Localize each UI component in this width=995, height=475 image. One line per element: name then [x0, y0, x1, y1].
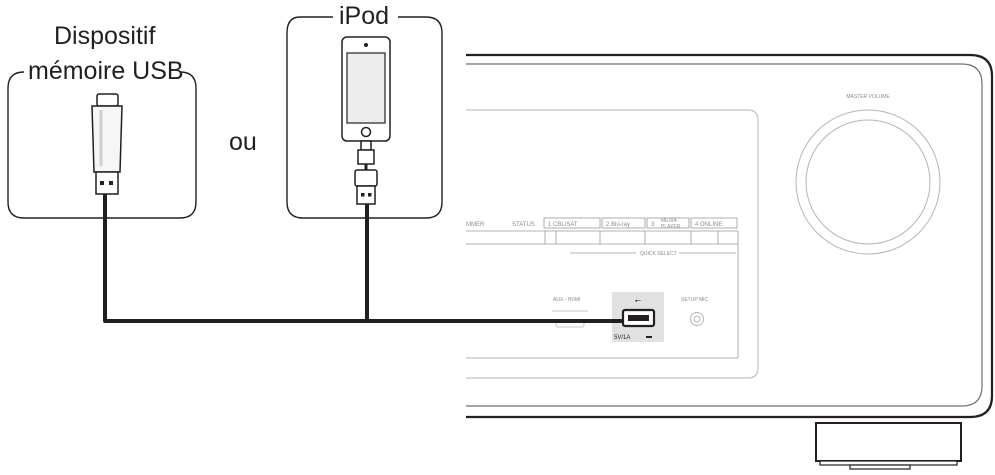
usb-symbol-icon: ⭠ [635, 296, 642, 305]
dimmer-label: MMER [466, 222, 485, 228]
usb-device-label-line2: mémoire USB [28, 57, 184, 85]
source-2-label: 2 Blu-ray [606, 222, 630, 228]
source-4-label: 4 ONLINE [695, 222, 722, 228]
setup-mic-jack [690, 312, 704, 326]
source-3-number: 3 [651, 222, 655, 228]
ipod-icon [341, 36, 391, 205]
usb-device-label-line1: Dispositif [54, 22, 156, 50]
volume-knob-outer [795, 109, 941, 255]
usb-port-tongue [628, 315, 649, 321]
aux-hdmi-label: AUX - HDMI [553, 297, 581, 303]
usb-device-frame [7, 71, 197, 219]
source-button-row [466, 217, 739, 359]
or-label: ou [229, 128, 257, 156]
usb-rating-label: 5V/1A [614, 335, 630, 341]
source-3-label-line1: MEDIA [661, 218, 678, 224]
receiver-foot [815, 422, 962, 470]
setup-mic-label: SETUP MIC [681, 297, 709, 303]
usb-rating-mark [646, 336, 652, 338]
ipod-frame [286, 16, 443, 219]
source-1-label: 1 CBL/SAT [548, 222, 578, 228]
ipod-label: iPod [339, 2, 390, 30]
status-label: STATUS [512, 222, 535, 228]
source-3-label-line2: PLAYER [661, 224, 681, 230]
master-volume-label: MASTER VOLUME [846, 94, 890, 100]
usb-cables [103, 194, 623, 323]
usb-stick-icon [91, 93, 123, 195]
av-receiver: MMER STATUS 1 CBL/SAT 2 Blu-ray 3 MEDIA … [466, 53, 994, 470]
quick-select-label: QUICK SELECT [640, 251, 677, 257]
volume-knob-inner [805, 119, 931, 245]
